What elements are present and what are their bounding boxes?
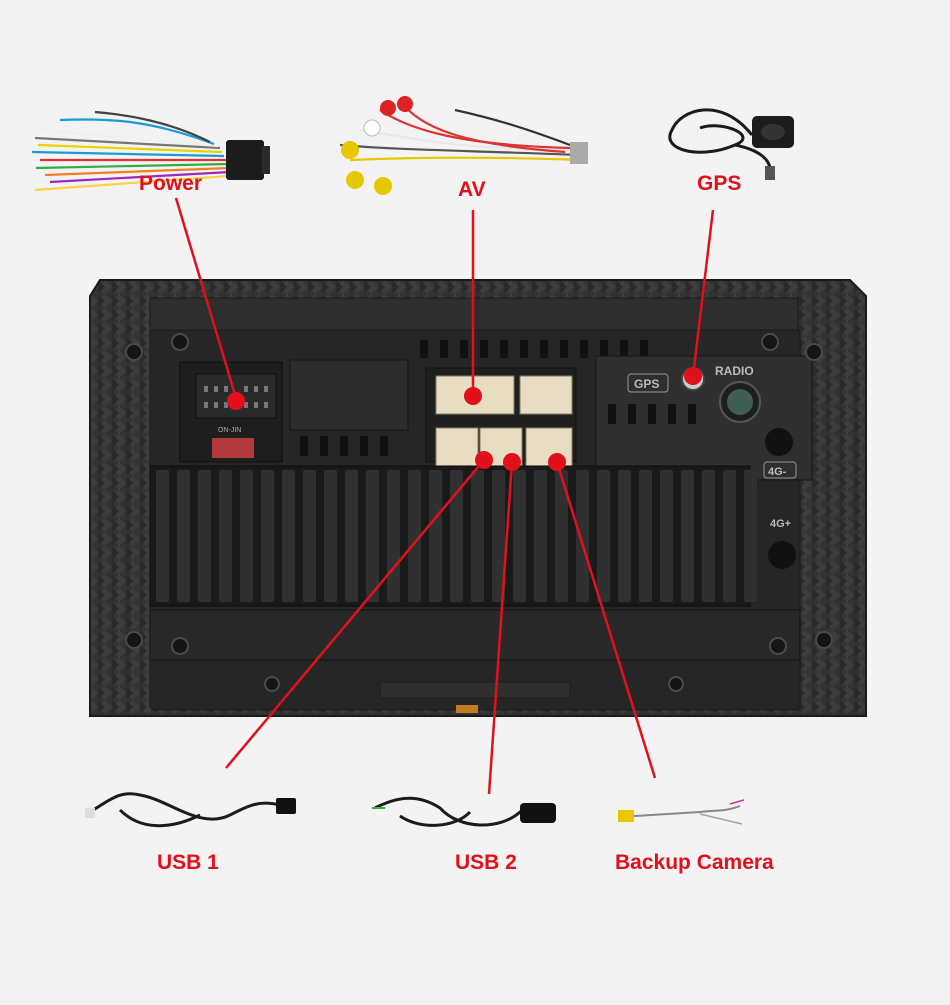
radio-port-label: RADIO [715,364,754,378]
power-label: Power [139,172,203,195]
heat-sink-fin [513,470,526,602]
av-cable-image [339,96,588,195]
usb1-pointer-line [225,459,485,769]
heat-sink-fin [240,470,253,602]
usb2-pointer-dot [503,453,521,471]
fuse-label: ON-JIN [218,427,241,434]
usb1-connector [435,427,479,467]
heat-sink-fin [555,470,568,602]
heat-sink-fin [324,470,337,602]
heat-sink-fin [429,470,442,602]
4g-plus-port [768,541,796,569]
4g-plus-label: 4G+ [770,518,791,530]
usb1-cable-image [85,792,296,828]
usb2-pointer-line [487,461,514,795]
rca-plug-icon [618,810,634,822]
heat-sink-fin [198,470,211,602]
power-pointer-dot [227,392,245,410]
gps-pointer-dot [684,367,702,385]
pointer-lines [174,197,715,795]
usb2-plug-icon [520,803,556,823]
av-label: AV [458,178,486,201]
heat-sink-fin [744,470,757,602]
camera-pointer-line [555,461,657,779]
heat-sink-fin [723,470,736,602]
fuse [212,438,254,458]
usb1-label: USB 1 [157,851,219,874]
heat-sink-fin [282,470,295,602]
heat-sink-fin [387,470,400,602]
head-unit-back-panel: ON-JIN GPS RADIO 4G- 4G+ [89,279,867,717]
heat-sink-fin [660,470,673,602]
heat-sink-fin [597,470,610,602]
usb2-label: USB 2 [455,851,517,874]
usb1-pointer-dot [475,451,493,469]
heat-sink-fin [261,470,274,602]
gps-label: GPS [697,172,742,195]
camera-cable-image [618,799,745,825]
gps-pointer-line [691,209,715,377]
heat-sink-fin [177,470,190,602]
heat-sink-fin [492,470,505,602]
gps-port-label: GPS [634,377,659,391]
av-pointer-dot [464,387,482,405]
heat-sink-fin [303,470,316,602]
usb2-cable-image [372,796,556,827]
heat-sink-fin [534,470,547,602]
backup-camera-label: Backup Camera [615,851,774,874]
power-harness-image [31,110,270,192]
heat-sink-fin [639,470,652,602]
4g-minus-port [765,428,793,456]
gps-antenna-image [668,108,794,180]
heat-sink-fin [471,470,484,602]
heat-sink-fin [219,470,232,602]
heat-sink-fin [576,470,589,602]
power-pointer-line [174,197,238,399]
heat-sink-fin [702,470,715,602]
av-connector-2 [519,375,573,415]
heat-sink-fin [450,470,463,602]
heat-sink-fin [681,470,694,602]
heat-sink-fin [345,470,358,602]
camera-pointer-dot [548,453,566,471]
heat-sink-fin [366,470,379,602]
heat-sink-fin [156,470,169,602]
power-plug-icon [226,140,264,180]
heat-sink-fin [408,470,421,602]
usb1-plug-icon [276,798,296,814]
4g-minus-label: 4G- [768,466,787,478]
heat-sink-fin [618,470,631,602]
